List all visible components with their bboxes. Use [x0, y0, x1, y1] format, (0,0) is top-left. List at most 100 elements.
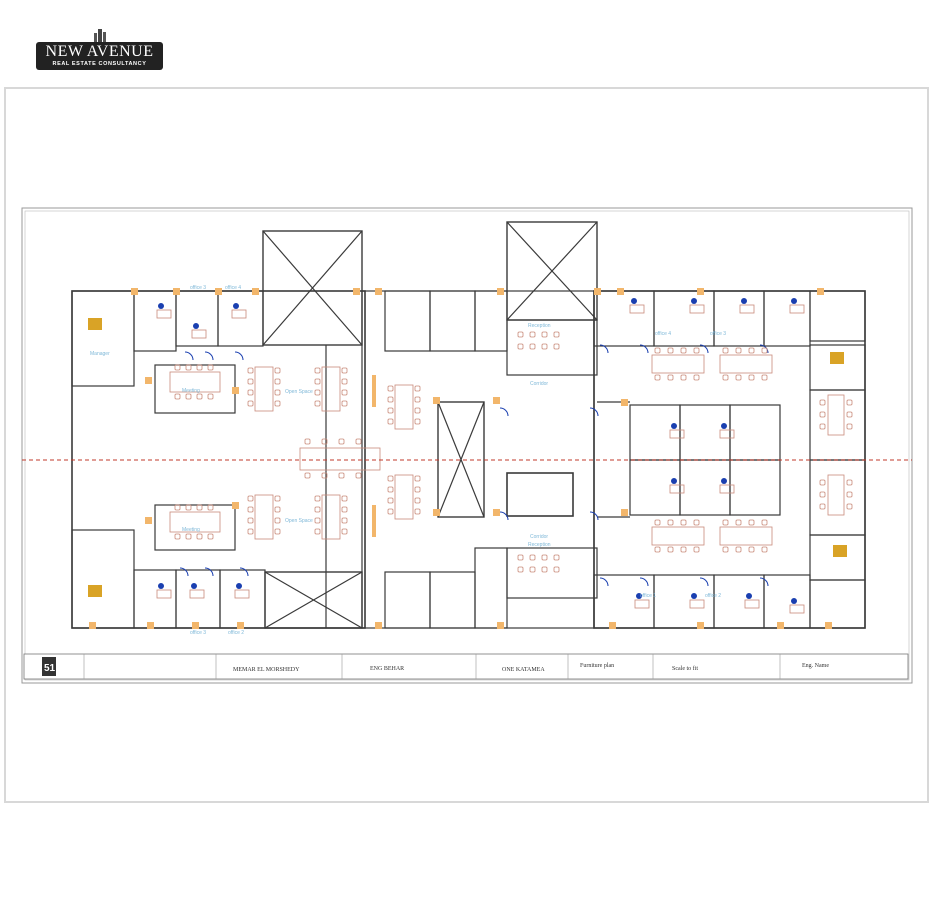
column — [621, 509, 628, 516]
chair — [654, 347, 661, 354]
room-wall — [679, 459, 731, 516]
chair — [314, 506, 321, 513]
chair — [196, 393, 203, 400]
chair — [274, 367, 281, 374]
chair — [196, 364, 203, 371]
chair — [680, 519, 687, 526]
desk — [719, 354, 773, 374]
office-chair — [191, 583, 197, 589]
chair — [748, 519, 755, 526]
door-swing — [589, 511, 599, 521]
room-wall — [384, 290, 431, 352]
chair — [819, 479, 826, 486]
room-wall — [429, 290, 476, 352]
door-swing — [759, 577, 769, 587]
office-chair — [791, 298, 797, 304]
column — [375, 288, 382, 295]
chair — [735, 519, 742, 526]
room-wall — [506, 547, 598, 599]
desk — [394, 474, 414, 520]
chair — [819, 423, 826, 430]
chair — [819, 503, 826, 510]
column — [817, 288, 824, 295]
manager-desk — [833, 545, 847, 557]
room-label-office: office 1 — [640, 593, 656, 599]
chair — [341, 528, 348, 535]
manager-desk — [830, 352, 844, 364]
chair — [553, 566, 560, 573]
chair — [414, 407, 421, 414]
chair — [414, 508, 421, 515]
chair — [321, 472, 328, 479]
chair — [174, 533, 181, 540]
chair — [207, 364, 214, 371]
desk — [651, 354, 705, 374]
title-block-logo — [42, 657, 56, 676]
chair — [735, 546, 742, 553]
chair — [846, 399, 853, 406]
scale-text: Scale to fit — [672, 665, 698, 672]
chair — [553, 331, 560, 338]
office-chair — [671, 423, 677, 429]
room-wall — [217, 290, 264, 347]
column — [609, 622, 616, 629]
column — [617, 288, 624, 295]
room-wall — [653, 574, 715, 629]
desk — [744, 599, 760, 609]
chair — [846, 411, 853, 418]
chair — [541, 566, 548, 573]
desk — [634, 599, 650, 609]
column — [252, 288, 259, 295]
column — [237, 622, 244, 629]
room-wall — [809, 534, 866, 581]
column — [375, 622, 382, 629]
office-chair — [671, 478, 677, 484]
chair — [680, 374, 687, 381]
desk — [789, 304, 805, 314]
desk — [689, 599, 705, 609]
chair — [185, 393, 192, 400]
column — [89, 622, 96, 629]
desk — [669, 429, 685, 439]
chair — [693, 546, 700, 553]
office-chair — [721, 478, 727, 484]
chair — [654, 519, 661, 526]
room-wall — [71, 290, 135, 387]
chair — [387, 407, 394, 414]
logo-tagline: REAL ESTATE CONSULTANCY — [52, 61, 147, 67]
furniture — [88, 298, 853, 614]
room-wall — [506, 319, 598, 376]
chair — [748, 347, 755, 354]
door-swing — [699, 344, 709, 354]
logo-plate — [36, 42, 163, 70]
office-chair — [691, 593, 697, 599]
room-label-office: office 4 — [225, 285, 241, 291]
door-swing — [639, 344, 649, 354]
chair — [693, 519, 700, 526]
project-name: MEMAR EL MORSHEDY — [233, 667, 300, 673]
room-wall — [679, 404, 731, 461]
chair — [735, 374, 742, 381]
title-block: 51 MEMAR EL MORSHEDY ENG BEHAR ONE KATAM… — [23, 653, 909, 680]
desk — [189, 589, 205, 599]
room-label-office: office 3 — [190, 630, 206, 636]
shaft — [262, 230, 363, 346]
shaft-cross — [262, 230, 363, 346]
chair — [174, 504, 181, 511]
room-wall — [219, 569, 266, 629]
column — [145, 517, 152, 524]
column — [594, 288, 601, 295]
shaft-cross — [264, 571, 363, 629]
room-label-meeting: Meeting — [182, 527, 200, 533]
desk — [156, 309, 172, 319]
room-label-reception: Reception — [528, 323, 551, 329]
desk — [789, 604, 805, 614]
door-swing — [639, 577, 649, 587]
column — [131, 288, 138, 295]
column — [433, 509, 440, 516]
chair — [185, 504, 192, 511]
room-wall — [809, 290, 866, 342]
office-chair — [158, 583, 164, 589]
chair — [314, 495, 321, 502]
chair — [207, 504, 214, 511]
